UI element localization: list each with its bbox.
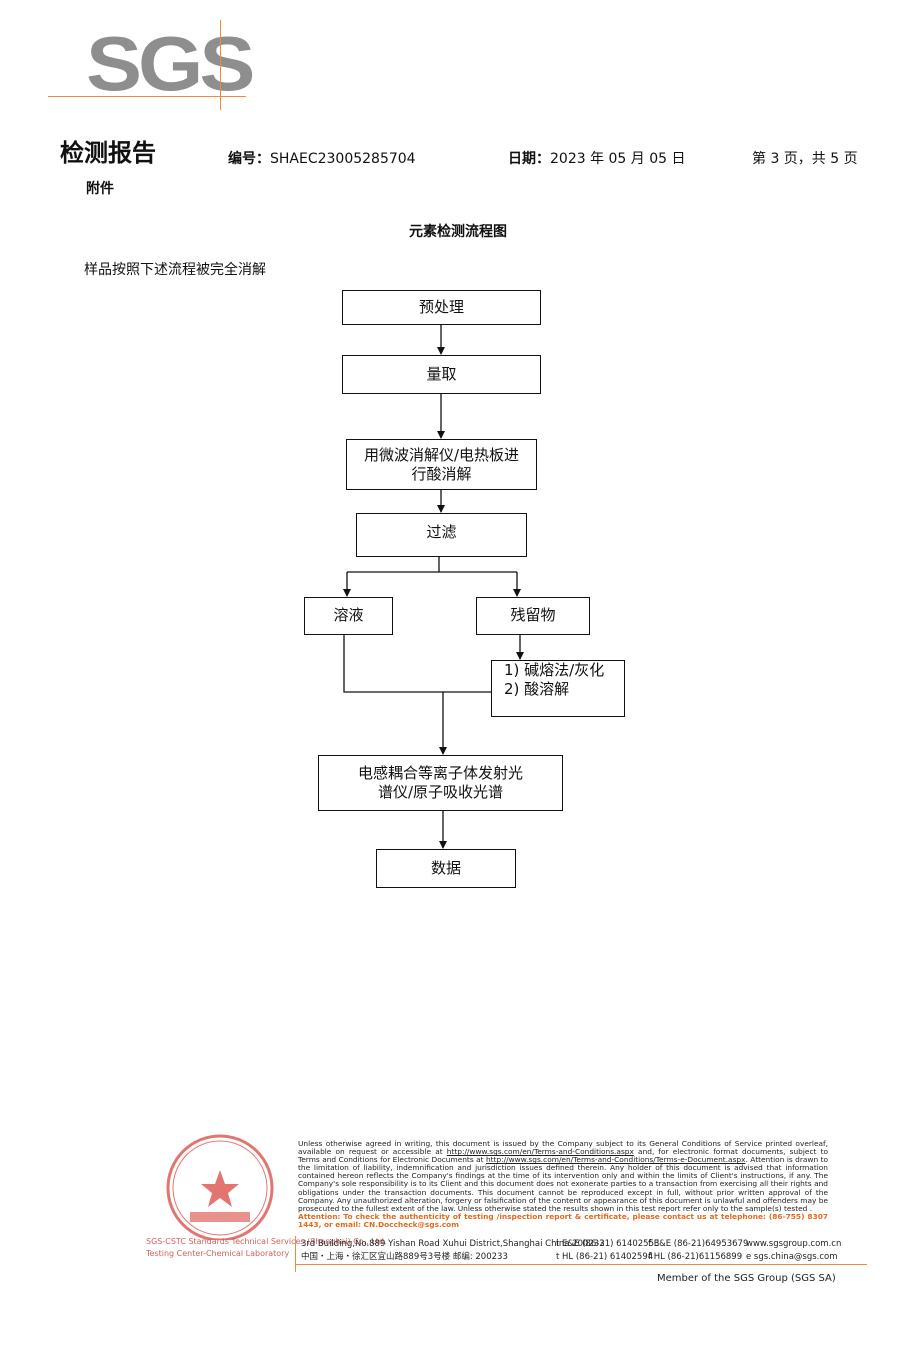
- e-terms-link[interactable]: http://www.sgs.com/en/Terms-and-Conditio…: [485, 1155, 746, 1165]
- report-number-label: 编号：: [228, 151, 270, 167]
- report-number-value: SHAEC23005285704: [270, 151, 416, 167]
- tel-hl: t HL (86-21) 61402594: [556, 1252, 654, 1262]
- method-acid-dissolution: 2) 酸溶解: [504, 680, 570, 698]
- authenticity-notice: Attention: To check the authenticity of …: [298, 1211, 828, 1229]
- report-date-value: 2023 年 05 月 05 日: [550, 151, 686, 167]
- step-icp-aas: 电感耦合等离子体发射光 谱仪/原子吸收光谱: [318, 755, 563, 811]
- website: www.sgsgroup.com.cn: [746, 1239, 842, 1249]
- report-date: 日期：2023 年 05 月 05 日: [508, 150, 686, 168]
- footer-divider-horizontal: [295, 1264, 867, 1265]
- attachment-label: 附件: [86, 181, 114, 197]
- legal-text-part1: Unless otherwise agreed in writing, this…: [298, 1139, 828, 1157]
- report-number: 编号：SHAEC23005285704: [228, 150, 416, 168]
- seal-caption-line2: Testing Center-Chemical Laboratory: [146, 1249, 290, 1258]
- page-indicator: 第 3 页，共 5 页: [752, 151, 858, 167]
- report-date-label: 日期：: [508, 151, 550, 167]
- intro-text: 样品按照下述流程被完全消解: [84, 262, 266, 278]
- legal-disclaimer: Unless otherwise agreed in writing, this…: [298, 1139, 828, 1229]
- company-seal: [150, 1130, 290, 1244]
- step-icp-line1: 电感耦合等离子体发射光: [357, 764, 523, 782]
- step-residue: 残留物: [476, 597, 590, 635]
- step-measure: 量取: [342, 355, 541, 394]
- seal-caption-line1: SGS-CSTC Standards Technical Services (S…: [146, 1237, 387, 1246]
- address-chinese: 中国・上海・徐汇区宜山路889号3号楼 邮编: 200233: [301, 1252, 508, 1262]
- method-alkali-fusion: 1) 碱熔法/灰化: [504, 661, 605, 679]
- step-digestion-line2: 行酸消解: [411, 464, 472, 483]
- fax-hl: f HL (86-21)61156899: [648, 1252, 743, 1262]
- step-solution: 溶液: [304, 597, 393, 635]
- terms-link[interactable]: http://www.sgs.com/en/Terms-and-Conditio…: [446, 1147, 634, 1157]
- seal-caption: SGS-CSTC Standards Technical Services (S…: [146, 1236, 386, 1260]
- legal-text-part2: and, for electronic format documents, su…: [298, 1147, 828, 1165]
- logo-divider: [220, 20, 221, 110]
- step-residue-methods: 1) 碱熔法/灰化 2) 酸溶解: [491, 660, 625, 717]
- step-digestion-line1: 用微波消解仪/电热板进: [363, 445, 520, 464]
- flowchart-title: 元素检测流程图: [409, 224, 507, 240]
- fax-ee: f E&E (86-21)64953679: [648, 1239, 749, 1249]
- report-title: 检测报告: [60, 139, 156, 167]
- email: e sgs.china@sgs.com: [746, 1252, 838, 1262]
- sgs-logo: SGS: [86, 20, 255, 108]
- step-pretreatment: 预处理: [342, 290, 541, 325]
- sgs-group-member: Member of the SGS Group (SGS SA): [657, 1273, 836, 1284]
- step-icp-line2: 谱仪/原子吸收光谱: [377, 783, 504, 801]
- legal-text-part3: . Attention is drawn to the limitation o…: [298, 1155, 828, 1213]
- tel-ee: t E&E (86-21) 61402553: [556, 1239, 660, 1249]
- step-filter: 过滤: [356, 513, 527, 557]
- solution-merge-line: [343, 635, 491, 693]
- logo-underline: [48, 96, 246, 97]
- step-data: 数据: [376, 849, 516, 888]
- footer-divider-vertical: [295, 1236, 296, 1272]
- step-digestion: 用微波消解仪/电热板进 行酸消解: [346, 439, 537, 490]
- address-english: 3rd Building,No.889 Yishan Road Xuhui Di…: [301, 1239, 605, 1249]
